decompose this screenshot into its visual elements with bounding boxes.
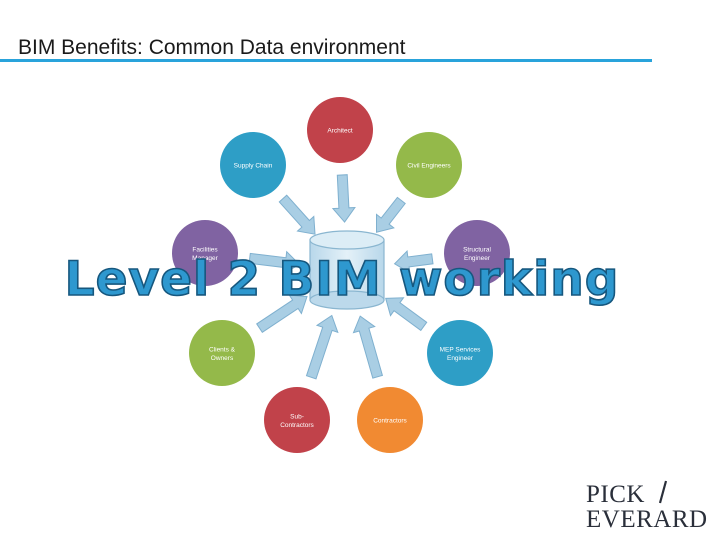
- node-circle: [357, 387, 423, 453]
- node-label: Architect: [327, 128, 352, 135]
- node-circle: [264, 387, 330, 453]
- stakeholder-node: Civil Engineers: [396, 132, 462, 198]
- arrow-to-database: [248, 250, 301, 275]
- pick-everard-logo: PICK EVERARD: [586, 478, 708, 532]
- arrows-group: [248, 174, 434, 380]
- stakeholder-node: Clients &Owners: [189, 320, 255, 386]
- level-2-bim-banner: Level 2 BIM working: [65, 252, 620, 307]
- stakeholder-node: Architect: [307, 97, 373, 163]
- arrow-to-database: [256, 294, 308, 333]
- central-database: [309, 230, 385, 310]
- node-label: Contractors: [373, 418, 407, 425]
- arrow-to-database: [352, 315, 384, 379]
- node-label: Sub-Contractors: [280, 413, 314, 429]
- stakeholder-node: Supply Chain: [220, 132, 286, 198]
- arrow-to-database: [305, 314, 339, 380]
- node-circle: [427, 320, 493, 386]
- logo-slash-icon: [658, 480, 667, 504]
- arrow-to-database: [331, 174, 356, 223]
- node-circle: [396, 132, 462, 198]
- node-circle: [172, 220, 238, 286]
- arrow-to-database: [385, 297, 428, 332]
- node-circle: [444, 220, 510, 286]
- slide-title: BIM Benefits: Common Data environment: [18, 36, 406, 59]
- logo-line-2: EVERARD: [586, 506, 708, 533]
- node-label: Civil Engineers: [407, 163, 451, 170]
- arrow-to-database: [393, 250, 434, 274]
- stakeholder-node: Contractors: [357, 387, 423, 453]
- node-label: Supply Chain: [234, 163, 273, 170]
- node-circle: [307, 97, 373, 163]
- arrow-to-database: [376, 196, 406, 233]
- arrow-to-database: [278, 194, 316, 235]
- node-label: Clients &Owners: [209, 346, 236, 362]
- node-circle: [189, 320, 255, 386]
- title-underline: [0, 59, 652, 62]
- stakeholder-node: Sub-Contractors: [264, 387, 330, 453]
- logo-line-1: PICK: [586, 481, 645, 508]
- node-circle: [220, 132, 286, 198]
